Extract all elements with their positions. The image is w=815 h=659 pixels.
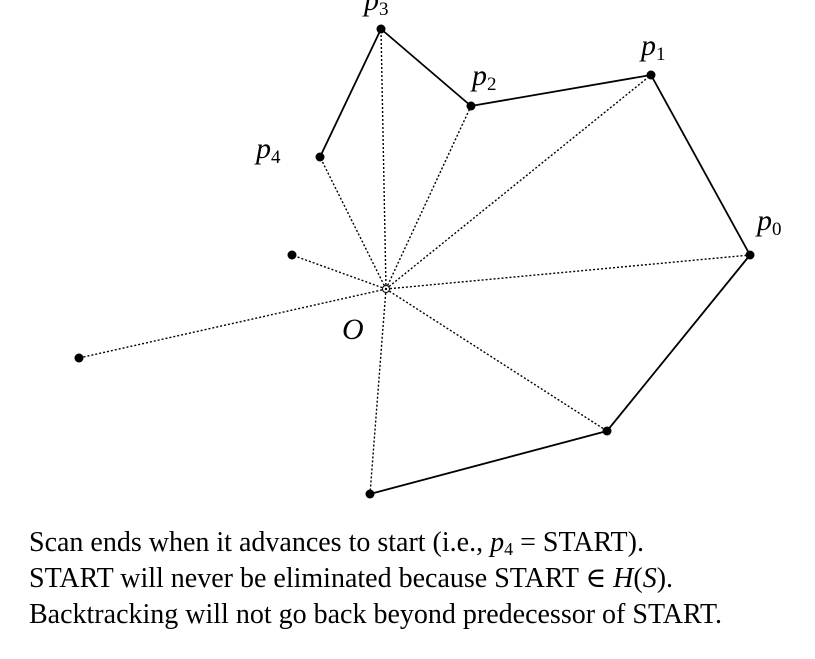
convex-hull-diagram: p3 p2 p1 p4 p0 O — [74, 0, 782, 499]
dotted-rays — [78, 28, 751, 495]
label-p2: p2 — [470, 59, 497, 95]
label-p0: p0 — [755, 204, 782, 240]
points — [74, 24, 755, 499]
caption-line-1: Scan ends when it advances to start (i.e… — [29, 527, 644, 559]
point-p0 — [745, 250, 755, 260]
ray-to-point-c — [385, 288, 608, 432]
ray-to-point-b — [78, 288, 387, 359]
point-c — [602, 426, 612, 436]
point-p4 — [315, 152, 325, 162]
label-p3: p3 — [362, 0, 389, 20]
origin-marker — [382, 285, 390, 293]
label-p4: p4 — [254, 132, 281, 168]
label-p1: p1 — [639, 29, 666, 65]
caption: Scan ends when it advances to start (i.e… — [29, 525, 809, 633]
ray-to-p0 — [385, 254, 751, 290]
point-b — [74, 353, 84, 363]
ray-to-p3 — [380, 28, 387, 290]
label-origin: O — [342, 313, 364, 346]
point-d — [365, 489, 375, 499]
caption-line-3: Backtracking will not go back beyond pre… — [29, 599, 723, 630]
ray-to-point-a — [291, 254, 387, 290]
point-p1 — [646, 70, 656, 80]
point-p2 — [466, 101, 476, 111]
point-a — [287, 250, 297, 260]
point-p3 — [376, 24, 386, 34]
ray-to-p4 — [319, 156, 387, 290]
ray-to-point-d — [369, 288, 387, 495]
ray-to-p1 — [385, 74, 652, 290]
caption-line-2: START will never be eliminated because S… — [29, 563, 674, 594]
ray-to-p2 — [385, 105, 472, 290]
